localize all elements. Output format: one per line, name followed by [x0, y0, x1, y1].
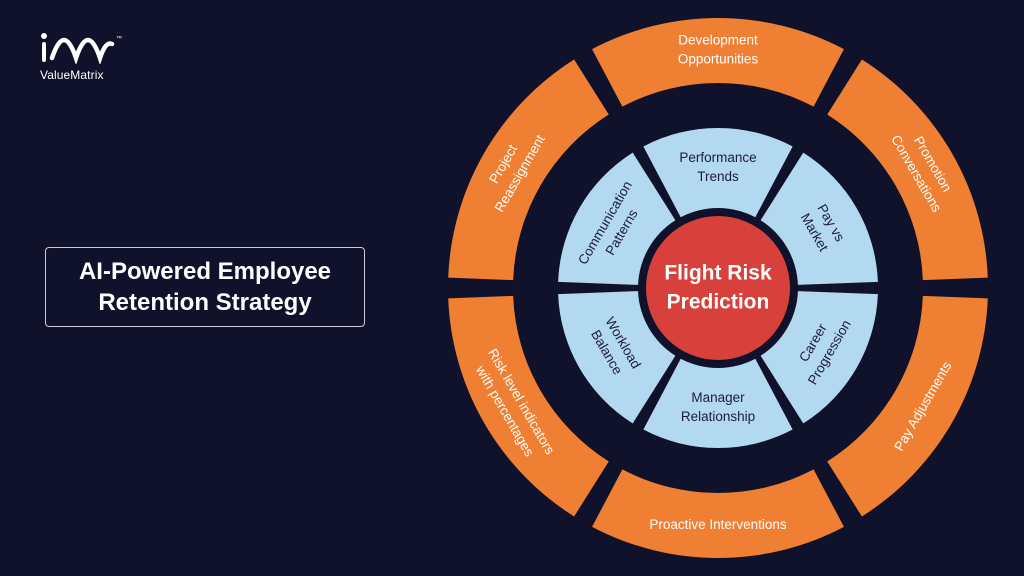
inner-label-1-line-2: Trends: [697, 169, 739, 184]
inner-ring: [558, 127, 878, 449]
brand-name: ValueMatrix: [40, 68, 104, 82]
title-line-2: Retention Strategy: [98, 289, 312, 316]
center-circle: [646, 216, 790, 360]
outer-label-1-line-2: Opportunities: [678, 52, 759, 67]
inner-label-4-line-1: Manager: [691, 390, 745, 405]
inner-segment-6: [558, 152, 676, 285]
inner-segment-4: [643, 358, 793, 449]
trademark-symbol: ™: [116, 35, 122, 42]
outer-segment-6: [448, 59, 609, 281]
inner-label-1-line-1: Performance: [679, 150, 756, 165]
inner-segment-1: [643, 127, 793, 218]
inner-segment-3: [760, 291, 878, 424]
outer-label-4-line-1: Proactive Interventions: [649, 517, 787, 532]
outer-label-4: Proactive Interventions: [649, 517, 787, 532]
outer-segment-5: [448, 295, 609, 517]
inner-label-4-line-2: Relationship: [681, 409, 755, 424]
wave-logo-icon: ™: [41, 33, 122, 64]
outer-segment-4: [592, 469, 844, 558]
outer-segment-3: [827, 295, 988, 517]
brand-logo: ™ ValueMatrix: [30, 32, 130, 84]
title-box: AI-Powered Employee Retention Strategy: [45, 247, 365, 327]
center-label-line-2: Prediction: [667, 291, 770, 314]
outer-segment-2: [827, 59, 988, 281]
outer-ring: [448, 17, 988, 558]
outer-label-1-line-1: Development: [678, 33, 758, 48]
page-title: AI-Powered Employee Retention Strategy: [60, 256, 350, 318]
inner-segment-5: [558, 291, 676, 424]
center-label-line-1: Flight Risk: [664, 262, 772, 285]
title-line-1: AI-Powered Employee: [78, 258, 332, 285]
outer-segment-1: [592, 17, 844, 107]
inner-segment-2: [760, 152, 878, 285]
